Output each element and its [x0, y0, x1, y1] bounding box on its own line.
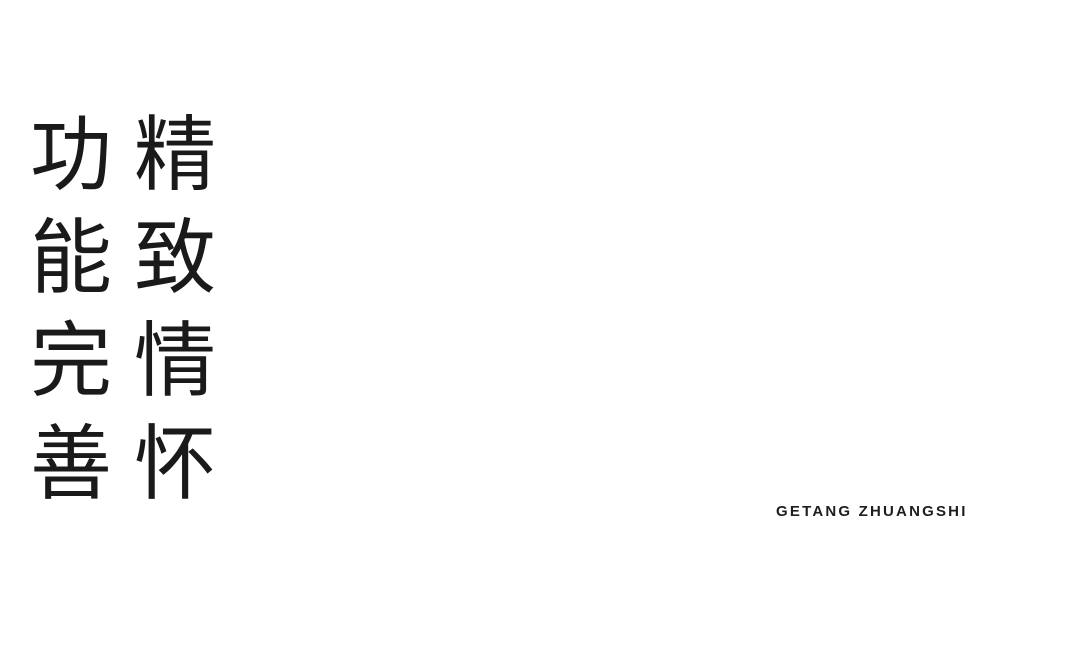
slogan-block: 功 能 完 善 精 致 情 怀: [30, 104, 216, 516]
slogan-char: 精: [134, 108, 217, 203]
slogan-column-right: 精 致 情 怀: [134, 104, 216, 516]
slogan-char: 情: [134, 314, 217, 409]
slogan-char: 怀: [134, 417, 217, 512]
slogan-char: 善: [30, 417, 113, 512]
slogan-column-left: 功 能 完 善: [30, 104, 112, 516]
slogan-char: 功: [30, 108, 113, 203]
slogan-char: 能: [30, 211, 113, 306]
slogan-char: 完: [30, 314, 113, 409]
brand-name: GETANG ZHUANGSHI: [776, 503, 968, 520]
slogan-char: 致: [134, 211, 217, 306]
